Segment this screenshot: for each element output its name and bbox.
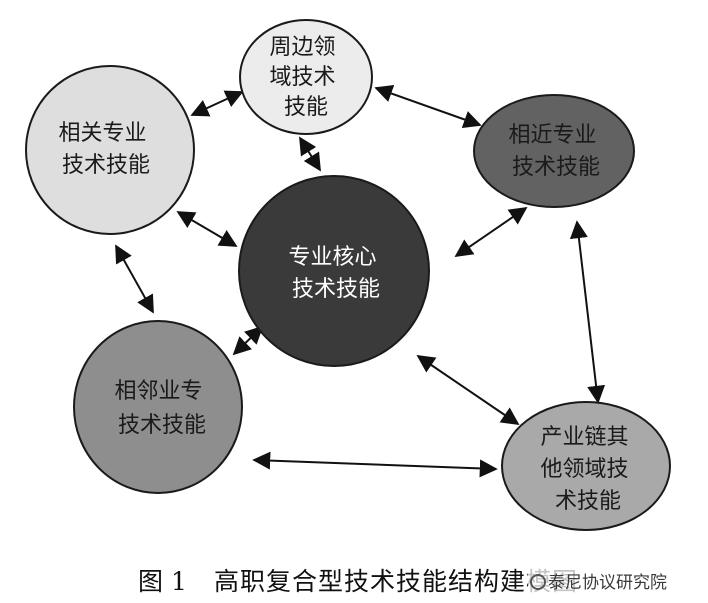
node-left-top-shape [25,65,195,235]
node-center-line-2: 技术技能 [292,277,380,302]
node-center-line-1: 专业核心 [288,245,376,270]
svg-text:相近专业 技术技能: 相近专业 技术技能 [508,123,603,180]
svg-text:产业链其 他领域技 术技能: 产业链其 他领域技 术技能 [540,425,635,514]
figure-number: 图 1 [138,567,187,596]
figure-title: 高职复合型技术技能结构建模图 [214,567,579,596]
arrow-lefttop-leftbottom [115,244,154,314]
watermark: 泰尼协议研究院 [528,568,669,593]
arrow-center-rightbottom [416,354,520,426]
node-right-bottom-line-3: 术技能 [555,489,621,514]
arrow-top-center [299,136,321,172]
node-left-top: 相关专业 技术技能 [25,65,195,235]
arrow-righttop-rightbottom [569,220,606,404]
node-right-bottom: 产业链其 他领域技 术技能 [501,401,671,531]
svg-text:相关专业 技术技能: 相关专业 技术技能 [58,121,153,178]
svg-text:周边领 域技术 技能: 周边领 域技术 技能 [269,35,342,120]
node-left-bottom-line-1: 相邻业专 [114,379,202,404]
node-top-line-3: 技能 [284,95,328,120]
node-top: 周边领 域技术 技能 [239,19,373,135]
node-right-top: 相近专业 技术技能 [473,94,635,208]
figure-caption: 图 1 高职复合型技术技能结构建模图 泰尼协议研究院 [0,556,708,596]
arrow-lefttop-center [176,211,238,247]
node-top-shape [239,19,373,135]
arrow-leftbottom-rightbottom [252,451,498,478]
wechat-logo-icon [530,574,546,590]
node-left-bottom-line-2: 技术技能 [118,413,206,438]
node-left-bottom-shape [73,320,243,494]
node-right-bottom-line-2: 他领域技 [540,457,628,482]
node-center-shape [238,175,430,367]
arrow-righttop-center [454,206,528,258]
svg-text:相邻业专 技术技能: 相邻业专 技术技能 [114,379,209,438]
watermark-text: 泰尼协议研究院 [548,573,667,593]
arrow-top-lefttop [190,90,244,117]
node-right-top-line-1: 相近专业 [508,123,596,148]
node-right-top-shape [473,94,635,208]
node-right-bottom-line-1: 产业链其 [540,425,628,450]
node-right-top-line-2: 技术技能 [512,155,600,180]
skill-structure-diagram: 专业核心 技术技能 周边领 域技术 技能 相关专业 技术技能 相近专业 技术技能… [25,19,671,531]
node-center: 专业核心 技术技能 [238,175,430,367]
connector-group [115,84,606,478]
node-left-top-line-2: 技术技能 [62,153,150,178]
node-left-bottom: 相邻业专 技术技能 [73,320,243,494]
node-top-line-2: 域技术 [269,65,335,90]
arrow-top-righttop [374,84,482,129]
node-left-top-line-1: 相关专业 [58,121,146,146]
svg-text:专业核心 技术技能: 专业核心 技术技能 [288,245,383,302]
arrow-center-leftbottom [232,325,264,356]
node-right-bottom-shape [501,401,671,531]
node-top-line-1: 周边领 [269,35,335,60]
